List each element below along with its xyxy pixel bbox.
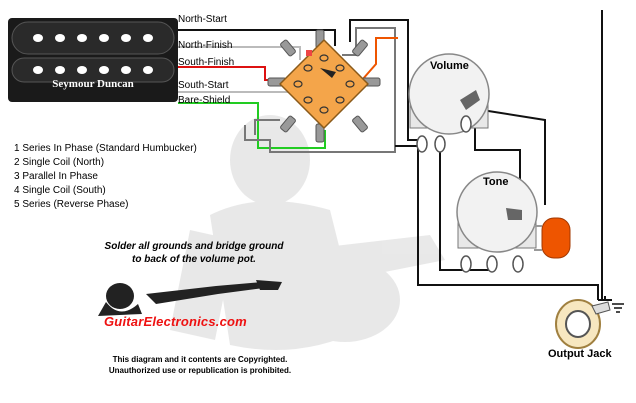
wire-north-start bbox=[178, 29, 336, 46]
tone-label: Tone bbox=[483, 176, 509, 188]
volume-label: Volume bbox=[430, 60, 469, 72]
label-north-finish: North-Finish bbox=[178, 40, 233, 51]
position-5: 5 Series (Reverse Phase) bbox=[14, 199, 129, 210]
position-3: 3 Parallel In Phase bbox=[14, 171, 98, 182]
copyright-line-1: This diagram and it contents are Copyrig… bbox=[112, 355, 288, 364]
wire-north-finish bbox=[178, 46, 301, 60]
guitarist-logo-icon bbox=[98, 280, 282, 316]
humbucker-pickup bbox=[8, 18, 178, 102]
copyright-line-2: Unauthorized use or republication is pro… bbox=[108, 366, 292, 375]
output-jack bbox=[555, 296, 624, 349]
position-4: 4 Single Coil (South) bbox=[14, 185, 106, 196]
tone-capacitor bbox=[534, 217, 571, 259]
volume-pot bbox=[408, 53, 490, 153]
pickup-brand-label: Seymour Duncan bbox=[52, 78, 134, 90]
tone-pot bbox=[456, 171, 538, 273]
position-2: 2 Single Coil (North) bbox=[14, 157, 105, 168]
grounding-note: Solder all grounds and bridge ground to … bbox=[88, 240, 300, 266]
output-jack-label: Output Jack bbox=[548, 348, 612, 360]
label-north-start: North-Start bbox=[178, 14, 227, 25]
wire-bare-shield bbox=[178, 102, 326, 149]
label-south-start: South-Start bbox=[178, 80, 229, 91]
rotary-switch bbox=[267, 29, 381, 143]
position-1: 1 Series In Phase (Standard Humbucker) bbox=[14, 143, 197, 154]
label-south-finish: South-Finish bbox=[178, 57, 235, 68]
label-bare-shield: Bare-Shield bbox=[178, 95, 231, 106]
note-line-2: to back of the volume pot. bbox=[132, 254, 256, 265]
brand-logo-text: GuitarElectronics.com bbox=[104, 314, 247, 329]
note-line-1: Solder all grounds and bridge ground bbox=[104, 241, 284, 252]
